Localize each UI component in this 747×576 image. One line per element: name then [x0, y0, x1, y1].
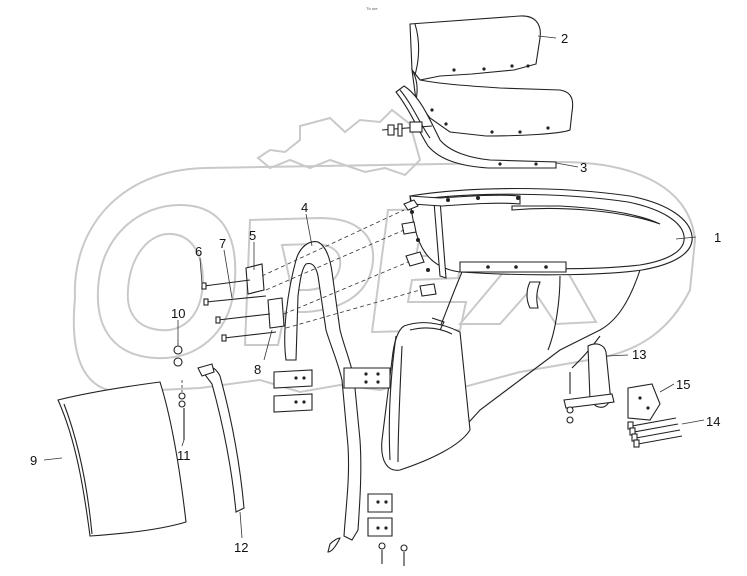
part-12-strap	[197, 363, 245, 513]
label-part-12: 12	[234, 540, 248, 555]
part-1-hopper	[399, 187, 693, 442]
label-part-7: 7	[219, 236, 226, 251]
label-part-11: 11	[177, 448, 191, 463]
label-part-1: 1	[714, 230, 721, 245]
leader-lines	[43, 35, 705, 539]
label-part-4: 4	[301, 200, 308, 215]
parts-10-11-fasteners	[173, 340, 186, 440]
label-part-9: 9	[30, 453, 37, 468]
label-part-2: 2	[561, 31, 568, 46]
label-part-8: 8	[254, 362, 261, 377]
label-part-13: 13	[632, 347, 646, 362]
label-part-15: 14	[706, 414, 720, 429]
parts-13-15-bracket	[563, 343, 683, 448]
part-9-panel	[57, 381, 187, 537]
part-4-frame	[273, 241, 408, 566]
label-part-3: 3	[580, 160, 587, 175]
part-2-cover	[409, 15, 574, 137]
label-part-10: 10	[171, 306, 185, 321]
label-part-6: 6	[195, 244, 202, 259]
spout-chute	[381, 317, 471, 471]
label-part-5: 5	[249, 228, 256, 243]
callout-labels: 1 2 3 4 5 6 7 8 9 10 11 12 13 15 14	[30, 31, 721, 555]
parts-5-8-clamp-bolts	[201, 209, 421, 342]
part-3-deflector-plate	[381, 85, 557, 169]
label-part-14: 15	[676, 377, 690, 392]
header-mark: Tb ore	[366, 6, 378, 11]
